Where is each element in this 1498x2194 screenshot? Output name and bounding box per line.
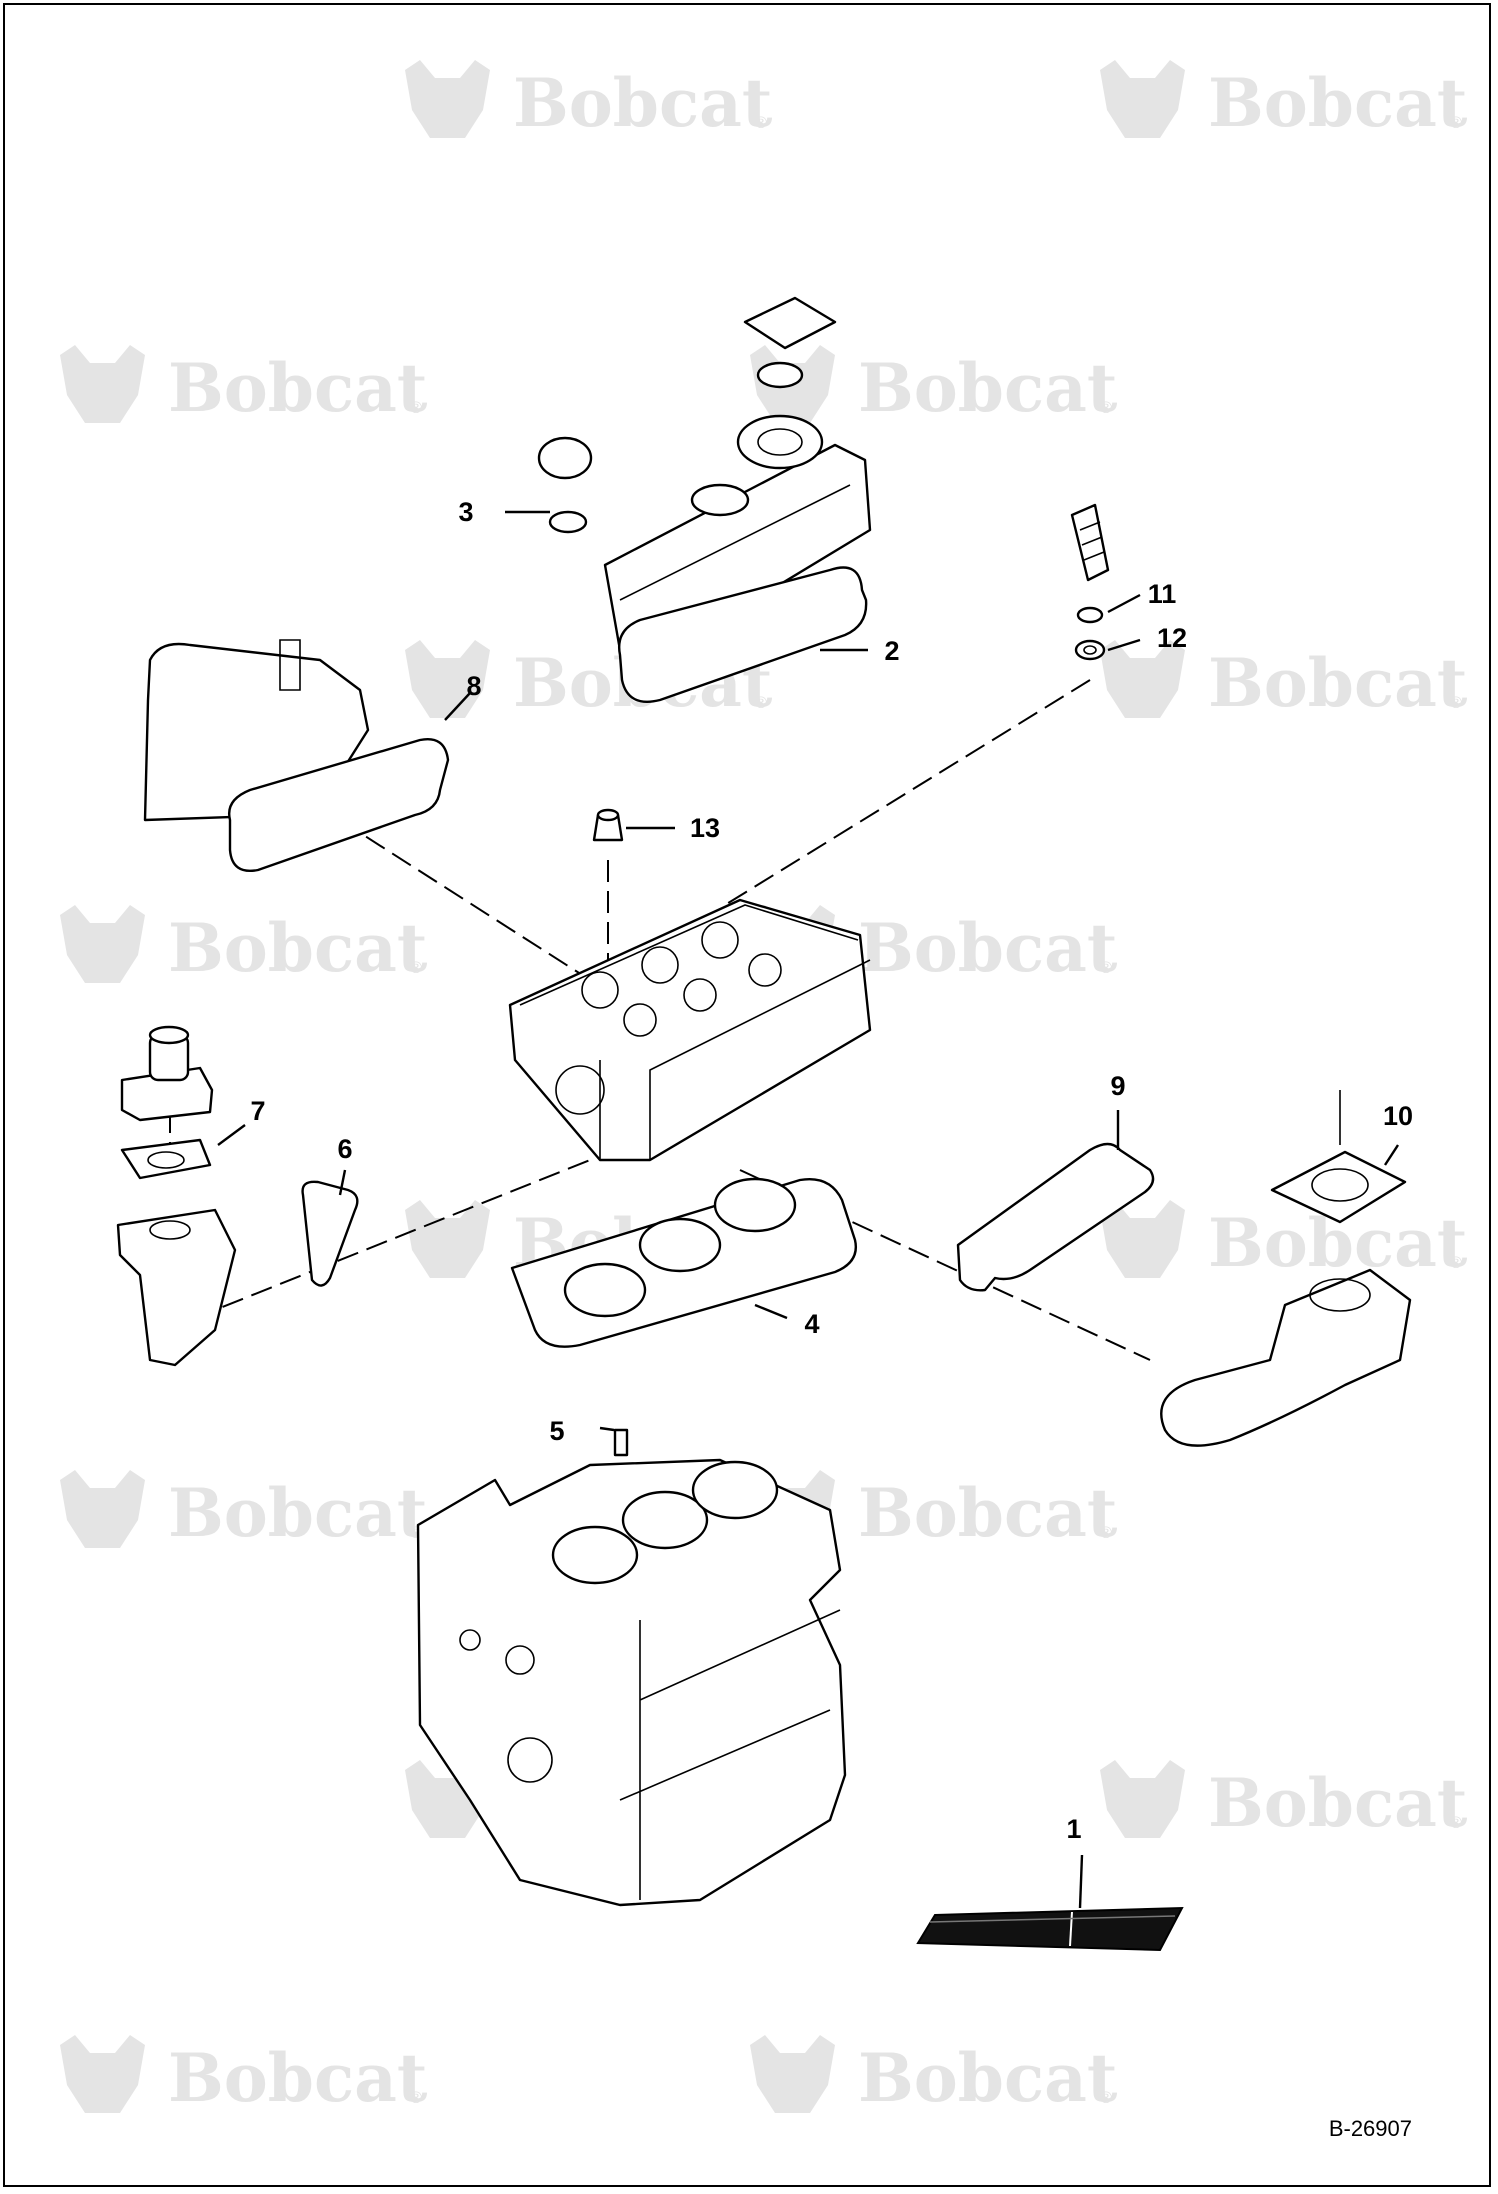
watermark-text: Bobcat (168, 909, 428, 987)
watermark-registered-mark: ® (1098, 1523, 1114, 1542)
watermark-text: Bobcat (858, 349, 1118, 427)
watermark-registered-mark: ® (753, 113, 769, 132)
leader-lines (217, 510, 1400, 1909)
watermark-registered-mark: ® (408, 958, 424, 977)
exhaust-manifold-gasket-part (956, 1142, 1155, 1292)
bobcat-logo-icon (405, 640, 490, 718)
exhaust-elbow-part (1160, 1090, 1412, 1447)
watermark-registered-mark: ® (1448, 113, 1464, 132)
watermark-registered-mark: ® (753, 693, 769, 712)
callout-6: 6 (337, 1134, 352, 1164)
bobcat-watermark: Bobcat® (60, 345, 428, 427)
callout-10: 10 (1383, 1101, 1413, 1131)
gasket-kit-part (916, 1906, 1184, 1952)
cylinder-block-part (416, 1458, 847, 1907)
drawing-number: B-26907 (1328, 2116, 1412, 2141)
bobcat-logo-icon (1100, 1760, 1185, 1838)
bobcat-logo-icon (60, 345, 145, 423)
thermostat-housing-part (116, 1025, 237, 1367)
bobcat-watermark: Bobcat® (1100, 640, 1468, 722)
watermark-text: Bobcat (168, 349, 428, 427)
valve-cover-part (537, 296, 872, 662)
bobcat-watermark: Bobcat® (750, 2035, 1118, 2117)
bobcat-watermark: Bobcat® (1100, 1200, 1468, 1282)
injector-part (1070, 503, 1110, 661)
intake-manifold-part (143, 639, 450, 872)
bobcat-logo-icon (60, 1470, 145, 1548)
bobcat-logo-icon (60, 2035, 145, 2113)
watermark-text: Bobcat (1208, 1764, 1468, 1842)
bobcat-logo-icon (1100, 1200, 1185, 1278)
valve-stem-seal-part (592, 808, 624, 842)
head-cover-gasket-part (618, 566, 868, 703)
drawing-border (3, 3, 1491, 2187)
bobcat-watermark: Bobcat® (1100, 60, 1468, 142)
bobcat-watermark: Bobcat® (60, 2035, 428, 2117)
watermark-text: Bobcat (858, 2039, 1118, 2117)
bobcat-watermark: Bobcat® (405, 60, 773, 142)
callout-4: 4 (804, 1309, 819, 1339)
watermark-layer: Bobcat®Bobcat®Bobcat®Bobcat®Bobcat®Bobca… (60, 60, 1468, 2117)
cylinder-head-part (508, 898, 872, 1162)
callout-1: 1 (1066, 1814, 1081, 1844)
bobcat-logo-icon (1100, 640, 1185, 718)
watermark-text: Bobcat (1208, 644, 1468, 722)
watermark-text: Bobcat (858, 1474, 1118, 1552)
watermark-text: Bobcat (168, 1474, 428, 1552)
bobcat-logo-icon (405, 60, 490, 138)
callout-7: 7 (250, 1096, 265, 1126)
callout-3: 3 (458, 497, 473, 527)
bobcat-logo-icon (405, 1200, 490, 1278)
cylinder-head-gasket-part (510, 1177, 857, 1348)
watermark-text: Bobcat (858, 909, 1118, 987)
watermark-registered-mark: ® (408, 2088, 424, 2107)
callout-8: 8 (466, 671, 481, 701)
callout-13: 13 (690, 813, 720, 843)
bobcat-watermark: Bobcat® (60, 1470, 428, 1552)
watermark-text: Bobcat (513, 64, 773, 142)
watermark-registered-mark: ® (1448, 1813, 1464, 1832)
watermark-text: Bobcat (1208, 64, 1468, 142)
bobcat-logo-icon (60, 905, 145, 983)
bobcat-watermark: Bobcat® (1100, 1760, 1468, 1842)
callout-11: 11 (1148, 579, 1177, 609)
bobcat-watermark: Bobcat® (60, 905, 428, 987)
bobcat-logo-icon (1100, 60, 1185, 138)
watermark-registered-mark: ® (1448, 693, 1464, 712)
bobcat-logo-icon (750, 2035, 835, 2113)
callout-12: 12 (1157, 623, 1187, 653)
callout-2: 2 (884, 636, 899, 666)
watermark-registered-mark: ® (1098, 2088, 1114, 2107)
callout-labels: 1 2 3 4 5 6 7 8 9 10 11 12 13 (250, 497, 1413, 1844)
bobcat-watermark: Bobcat® (750, 345, 1118, 427)
block-plug-part (613, 1428, 629, 1457)
callout-5: 5 (549, 1416, 564, 1446)
watermark-registered-mark: ® (1098, 958, 1114, 977)
watermark-registered-mark: ® (1098, 398, 1114, 417)
watermark-registered-mark: ® (1448, 1253, 1464, 1272)
watermark-text: Bobcat (168, 2039, 428, 2117)
watermark-registered-mark: ® (408, 398, 424, 417)
callout-9: 9 (1110, 1071, 1125, 1101)
water-flange-gasket-part (301, 1180, 359, 1287)
